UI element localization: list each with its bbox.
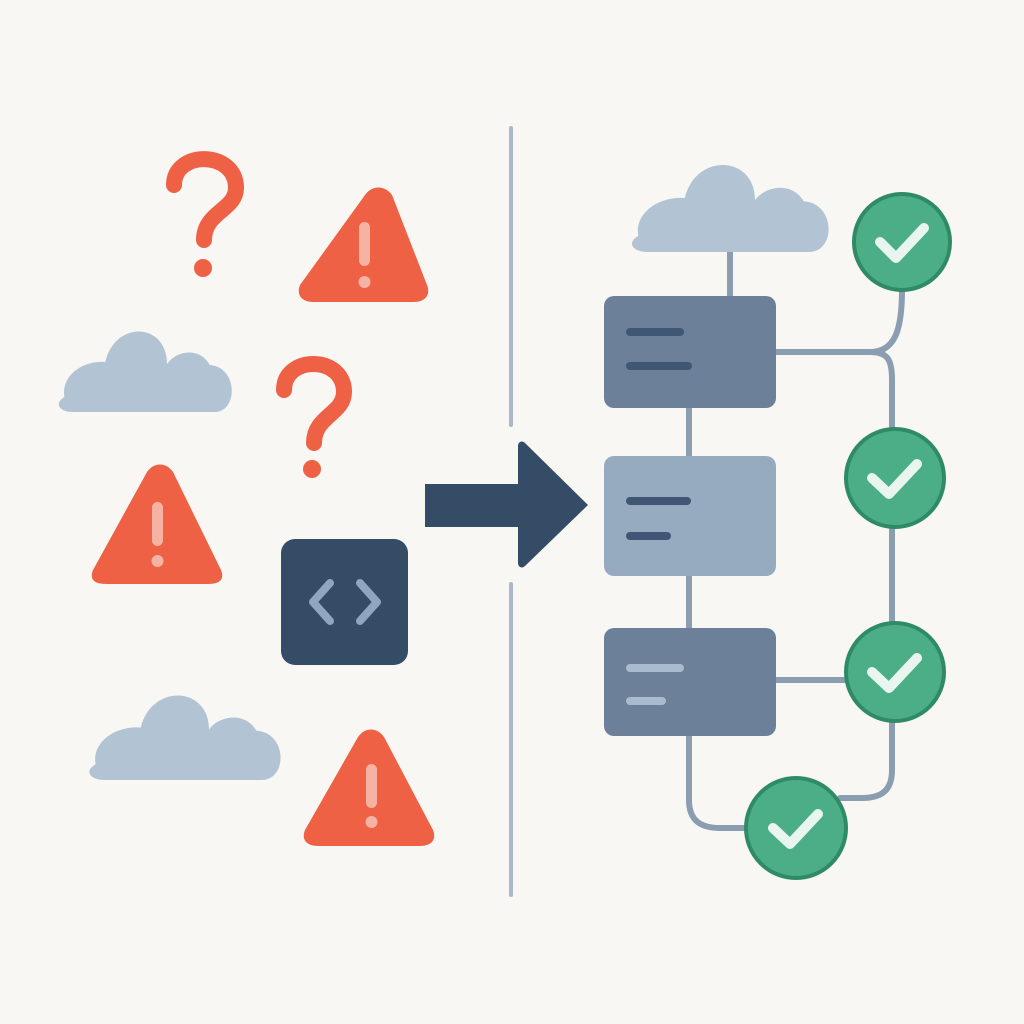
warning-icon <box>298 187 429 302</box>
question-icon <box>166 151 244 248</box>
check-circle-icon <box>844 427 946 529</box>
warning-icon <box>91 464 223 584</box>
check-circle-icon <box>852 192 952 292</box>
question-icon-dot <box>303 460 321 478</box>
node-card <box>604 628 776 736</box>
node-card <box>604 296 776 408</box>
order-side <box>604 165 952 880</box>
check-circle-icon <box>744 776 848 880</box>
arrow-right-icon <box>425 441 588 568</box>
check-circle-icon <box>844 621 946 723</box>
chaos-side <box>58 151 435 846</box>
connectors <box>686 249 905 831</box>
warning-icon <box>303 729 435 846</box>
code-icon <box>281 539 408 665</box>
question-icon-dot <box>194 259 212 277</box>
question-icon <box>276 356 352 451</box>
node-card <box>604 456 776 576</box>
